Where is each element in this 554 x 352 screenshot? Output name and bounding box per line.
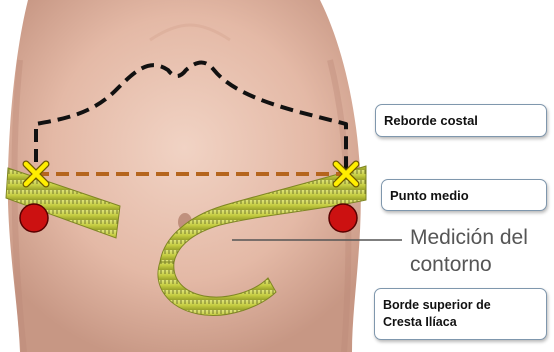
callout-punto-medio: Punto medio: [381, 179, 547, 211]
crest-marker-right: [329, 204, 357, 232]
label-borde-line1: Borde superior de: [383, 297, 491, 314]
measurement-label-line1: Medición del: [410, 224, 528, 251]
label-reborde-costal: Reborde costal: [384, 112, 478, 129]
measurement-label: Medición del contorno: [410, 224, 528, 278]
callout-borde-cresta: Borde superior de Cresta Ilíaca: [374, 288, 547, 340]
crest-marker-left: [20, 204, 48, 232]
label-punto-medio: Punto medio: [390, 187, 469, 204]
label-borde-line2: Cresta Ilíaca: [383, 314, 457, 331]
callout-reborde-costal: Reborde costal: [375, 104, 547, 137]
measurement-label-line2: contorno: [410, 251, 528, 278]
